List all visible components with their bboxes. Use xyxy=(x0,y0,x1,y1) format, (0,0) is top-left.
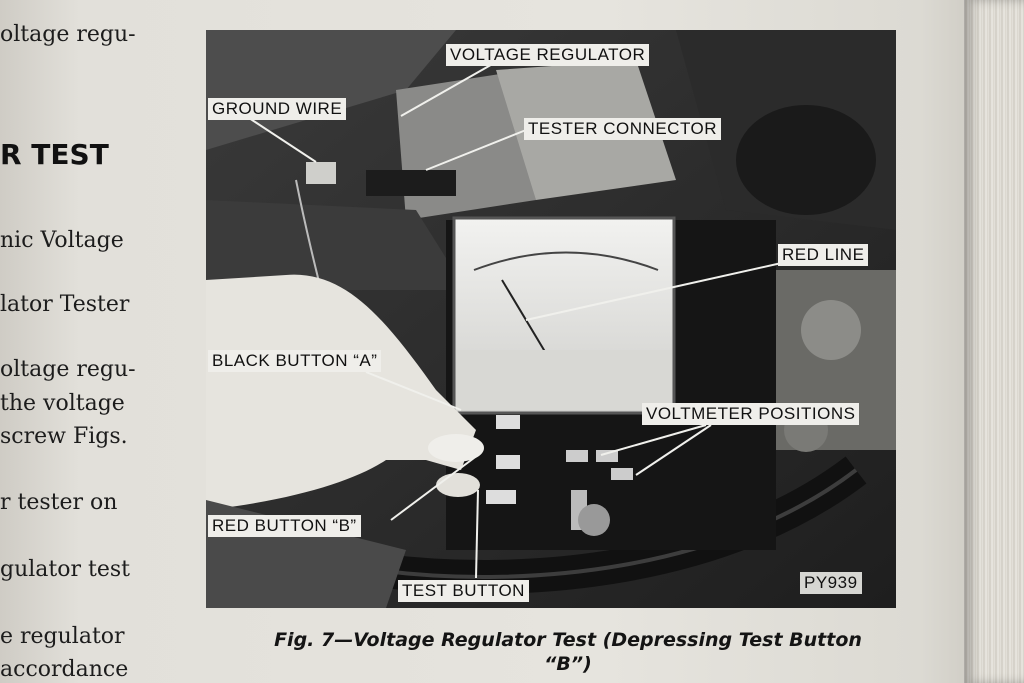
callout-voltage-regulator: VOLTAGE REGULATOR xyxy=(446,44,650,66)
text-line: r tester on xyxy=(0,490,118,515)
text-line: the voltage xyxy=(0,391,125,416)
leader-line xyxy=(600,424,707,456)
leader-line xyxy=(400,61,497,117)
text-line: nic Voltage xyxy=(0,228,124,253)
page-edge xyxy=(964,0,1024,683)
section-heading: R TEST xyxy=(0,138,109,171)
figure-caption: Fig. 7—Voltage Regulator Test (Depressin… xyxy=(274,629,862,675)
text-line: oltage regu- xyxy=(0,22,136,47)
text-line: lator Tester xyxy=(0,292,130,317)
callout-test-button: TEST BUTTON xyxy=(398,580,529,602)
leader-line xyxy=(525,261,787,321)
callout-ground-wire: GROUND WIRE xyxy=(208,98,347,120)
leader-line xyxy=(365,371,462,411)
leader-line xyxy=(245,115,317,163)
callout-red-line: RED LINE xyxy=(778,244,869,266)
figure-plate-id: PY939 xyxy=(800,572,862,594)
text-line: e regulator xyxy=(0,624,125,649)
callout-voltmeter-positions: VOLTMETER POSITIONS xyxy=(642,403,860,425)
text-line: screw Figs. xyxy=(0,424,128,449)
leader-line xyxy=(425,129,527,171)
text-line: accordance xyxy=(0,657,129,682)
callout-black-button-a: BLACK BUTTON “A” xyxy=(208,350,382,372)
callout-red-button-b: RED BUTTON “B” xyxy=(208,515,361,537)
leader-line xyxy=(635,424,712,476)
text-line: oltage regu- xyxy=(0,357,136,382)
leader-line xyxy=(475,489,479,579)
text-line: gulator test xyxy=(0,557,130,582)
leader-line xyxy=(390,454,479,521)
figure-photo: VOLTAGE REGULATOR GROUND WIRE TESTER CON… xyxy=(206,30,896,608)
callout-tester-connector: TESTER CONNECTOR xyxy=(524,118,722,140)
left-column-text: oltage regu- R TEST nic Voltage lator Te… xyxy=(0,0,170,683)
